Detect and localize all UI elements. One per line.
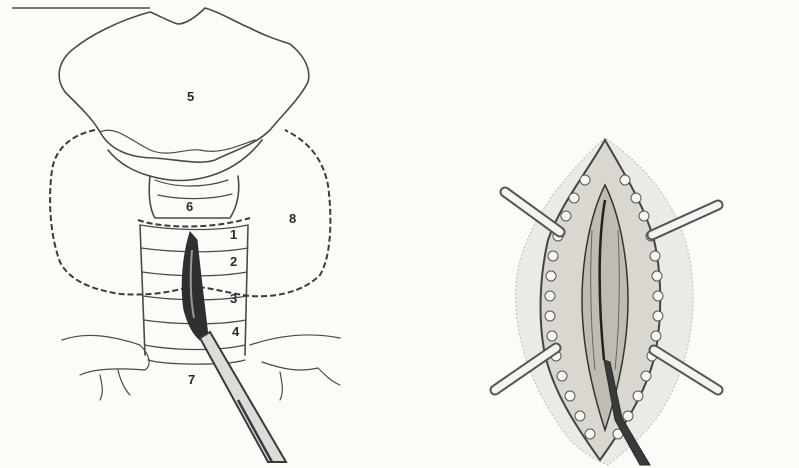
label-3: 3 [230,291,237,306]
label-8: 8 [289,211,296,226]
label-5: 5 [187,89,194,104]
label-6: 6 [186,199,193,214]
label-2: 2 [230,254,237,269]
label-7: 7 [188,372,195,387]
label-4: 4 [232,324,240,339]
label-1: 1 [230,227,237,242]
